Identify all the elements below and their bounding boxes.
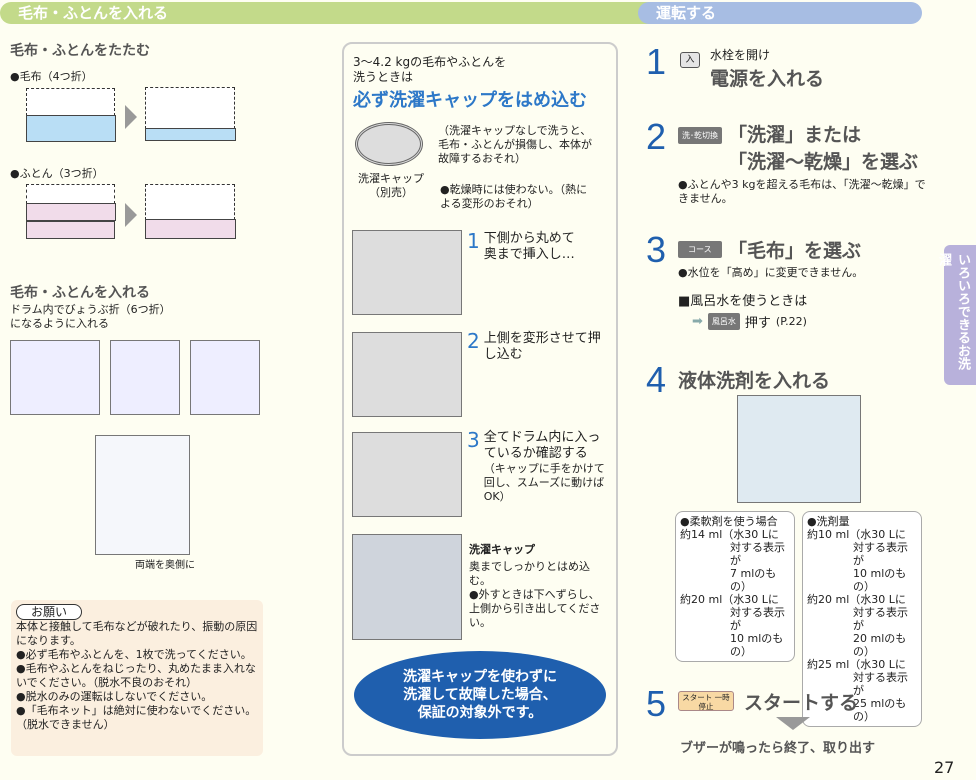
notice-intro: 本体と接触して毛布などが破れたり、振動の原因になります。 [16,620,258,647]
section-header-right: 運転する [638,2,922,24]
detergent-drawer-photo [737,395,861,503]
step1-photo [352,230,462,315]
cap-intro-line1: 3〜4.2 kgの毛布やふとんを [353,55,507,69]
arrow-right-icon: ➡ [692,314,703,329]
notice-item: ●必ず毛布やふとんを、1枚で洗ってください。 [16,648,252,661]
side-tab[interactable]: いろいろできるお洗濯 [936,245,976,385]
washer-fold-illustration [95,435,190,555]
cap-installed-photo [352,534,462,640]
cap-icon [355,122,423,166]
washer-insert-illustration-1 [10,340,100,415]
warranty-oval: 洗濯キャップを使わずに洗濯して故障した場合、保証の対象外です。 [354,651,606,739]
course-key: コース [678,241,722,258]
section-header-left: 毛布・ふとんを入れる [0,2,650,24]
cap-warning: （洗濯キャップなしで洗うと、毛布・ふとんが損傷し、本体が故障するおそれ） [438,124,592,165]
futon-label: ●ふとん（3つ折） [10,167,104,180]
bath-water-instruction: ➡ 風呂水 押す (P.22) [692,313,807,331]
cap-intro: 3〜4.2 kgの毛布やふとんを 洗うときは [353,55,506,85]
insert-desc-2: になるように入れる [10,317,109,330]
step3-photo [352,432,462,517]
step-number: 1 [646,41,667,82]
step-number: 2 [646,116,667,157]
washer-insert-illustration-3 [190,340,260,415]
cap-label: 洗濯キャップ（別売） [358,172,424,199]
step-number: 3 [646,229,667,270]
notice-item: ●「毛布ネット」は絶対に使わないでください。（脱水できません） [16,704,257,731]
insert-title: 毛布・ふとんを入れる [10,285,150,301]
wash-dry-key: 洗･乾切換 [678,127,722,144]
step-number: 5 [646,683,667,724]
notice-badge: お願い [16,604,83,620]
step2-title-2: 「洗濯〜乾燥」を選ぶ [728,151,919,173]
cap-dry-note: ●乾燥時には使わない。（熱による変形のおそれ） [440,183,588,210]
power-key: 入 [680,52,700,68]
step5-title: スタートする [744,692,859,714]
down-arrow-icon [776,717,810,730]
notice-item: ●毛布やふとんをねじったり、丸めたまま入れないでください。（脱水不良のおそれ） [16,662,256,689]
page-ref: (P.22) [775,315,807,328]
page-number: 27 [934,758,955,777]
start-pause-key: スタート 一時停止 [678,691,734,711]
bath-water-key: 風呂水 [707,313,740,330]
step3-note: ●水位を「高め」に変更できません。 [678,266,864,279]
step2-photo [352,332,462,417]
step2-note: ●ふとんや3 kgを超える毛布は、「洗濯〜乾燥」できません。 [678,178,926,205]
blanket-label: ●毛布（4つ折） [10,70,93,83]
step4-title: 液体洗剤を入れる [678,370,831,392]
step5-end: ブザーが鳴ったら終了、取り出す [680,741,876,756]
insert-caption: 両端を奥側に [135,560,195,571]
washer-insert-illustration-2 [110,340,180,415]
step2-title-1: 「洗濯」または [728,124,862,146]
bath-water-title: ■風呂水を使うときは [678,294,808,309]
step-number: 4 [646,359,667,400]
cap-final: 洗濯キャップ 奥までしっかりとはめ込む。 ●外すときは下へずらし、上側から引き出… [469,543,601,629]
cap-intro-line2: 洗うときは [353,70,414,84]
notice-box: お願い 本体と接触して毛布などが破れたり、振動の原因になります。 ●必ず毛布やふ… [11,600,263,756]
insert-desc-1: ドラム内でびょうぶ折（6つ折） [10,303,171,316]
step1-title: 電源を入れる [710,68,825,90]
fold-title: 毛布・ふとんをたたむ [10,43,150,59]
notice-item: ●脱水のみの運転はしないでください。 [16,690,213,703]
cap-headline: 必ず洗濯キャップをはめ込む [353,90,587,111]
step3-title: 「毛布」を選ぶ [728,240,862,262]
step1-pre: 水栓を開け [710,48,771,62]
